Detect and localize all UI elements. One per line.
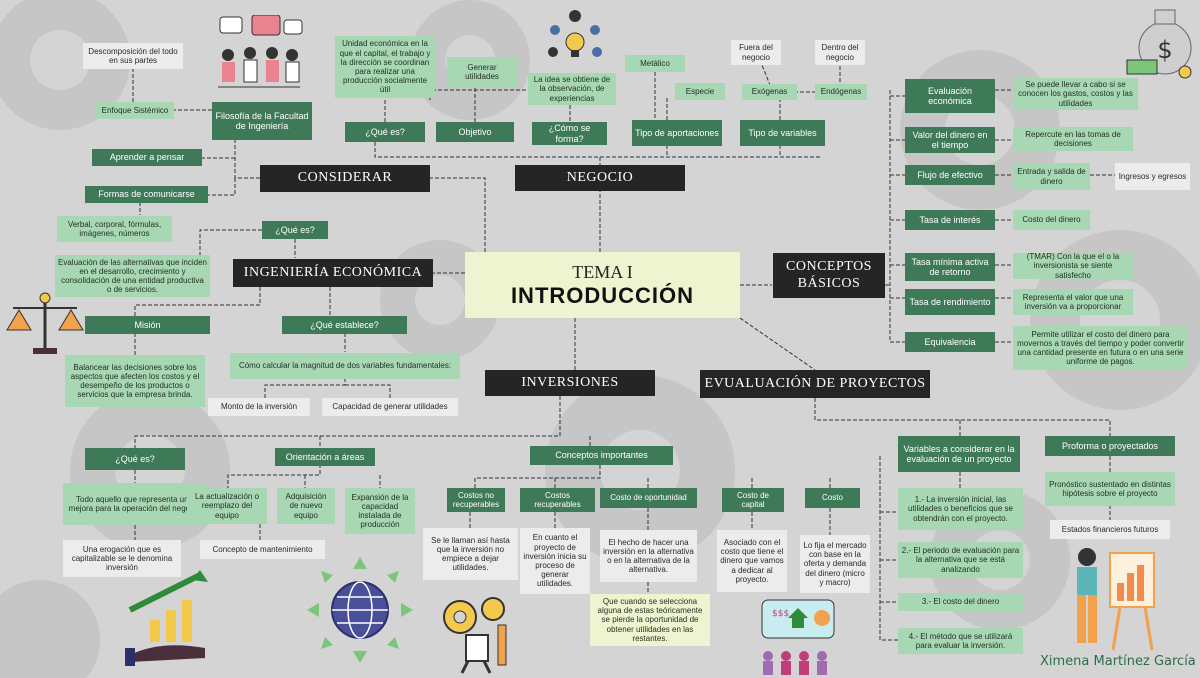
variable-4-node: 4.- El método que se utilizará para eval… — [898, 628, 1023, 654]
mantenimiento-node: Concepto de mantenimiento — [200, 540, 325, 559]
enfoque-sistemico-node: Enfoque Sistémico — [96, 102, 174, 119]
filosofia-node: Filosofía de la Facultad de Ingeniería — [212, 102, 312, 140]
estados-financieros-node: Estados financieros futuros — [1050, 520, 1170, 539]
tasa-interes-node: Tasa de interés — [905, 210, 995, 230]
orientacion-areas-node: Orientación a áreas — [275, 448, 375, 466]
todo-aquello-node: Todo aquello que representa una mejora p… — [63, 483, 206, 525]
woman-presentation-icon — [1077, 548, 1155, 651]
exogenas-node: Exógenas — [742, 84, 797, 100]
objetivo-node: Objetivo — [436, 122, 514, 142]
costo-desc: Lo fija el mercado con base en la oferta… — [800, 535, 870, 593]
variable-3-node: 3.- El costo del dinero — [898, 593, 1023, 611]
costos-no-recuperables-desc: Se le llaman así hasta que la inversión … — [423, 528, 518, 580]
especie-node: Especie — [675, 83, 725, 100]
equivalencia-node: Equivalencia — [905, 332, 995, 352]
valor-dinero-node: Valor del dinero en el tiempo — [905, 127, 995, 153]
costo-oportunidad-desc2: Que cuando se selecciona alguna de estas… — [590, 594, 710, 646]
tasa-rendimiento-desc: Representa el valor que una inversión va… — [1013, 289, 1133, 315]
variable-1-node: 1.- La inversión inicial, las utilidades… — [898, 488, 1023, 530]
fuera-negocio-node: Fuera del negocio — [731, 40, 781, 65]
equivalencia-desc: Permite utilizar el costo del dinero par… — [1013, 326, 1188, 370]
pronostico-node: Pronóstico sustentado en distintas hipót… — [1045, 472, 1175, 506]
inversiones-heading: INVERSIONES — [485, 370, 655, 396]
unidad-economica-node: Unidad económica en la que el capital, e… — [335, 36, 435, 98]
valor-dinero-desc: Repercute en las tomas de decisiones — [1013, 127, 1133, 151]
money-bag-icon: $ — [1126, 9, 1192, 79]
aprender-pensar-node: Aprender a pensar — [92, 149, 202, 166]
expansion-node: Expansión de la capacidad instalada de p… — [345, 488, 415, 534]
author-signature: Ximena Martínez García — [1040, 654, 1196, 669]
tmar-node: Tasa mínima activa de retorno — [905, 253, 995, 281]
verbal-node: Verbal, corporal, fórmulas, imágenes, nú… — [57, 216, 172, 242]
adquisicion-node: Adquisición de nuevo equipo — [277, 488, 335, 524]
flujo-efectivo-desc: Entrada y salida de dinero — [1013, 163, 1090, 190]
svg-text:$$$: $$$ — [772, 609, 789, 619]
que-establece-node: ¿Qué establece? — [282, 316, 407, 334]
costo-capital-desc: Asociado con el costo que tiene el diner… — [717, 530, 787, 592]
tmar-desc: (TMAR) Con la que el o la inversionista … — [1013, 252, 1133, 280]
costos-recuperables-desc: En cuanto el proyecto de inversión inici… — [520, 528, 590, 594]
globe-network-icon — [307, 557, 413, 663]
como-se-forma-node: ¿Cómo se forma? — [532, 122, 607, 145]
finance-screen-people-icon: $$$ — [761, 599, 835, 675]
conceptos-importantes-node: Conceptos importantes — [530, 446, 673, 465]
generar-utilidades-node: Generar utilidades — [447, 57, 517, 87]
people-chatting-icon — [218, 15, 303, 88]
tasa-rendimiento-node: Tasa de rendimiento — [905, 289, 995, 315]
endogenas-node: Endógenas — [815, 84, 867, 100]
dentro-negocio-node: Dentro del negocio — [815, 40, 865, 65]
balance-scale-icon — [6, 292, 84, 354]
ingenieria-que-es-node: ¿Qué es? — [262, 221, 328, 239]
growth-chart-hand-icon — [125, 570, 208, 666]
proforma-node: Proforma o proyectados — [1045, 436, 1175, 456]
lightbulb-ideas-icon — [548, 10, 602, 57]
tasa-interes-desc: Costo del dinero — [1013, 210, 1090, 230]
evaluacion-proyectos-heading: EVUALUACIÓN DE PROYECTOS — [700, 370, 930, 398]
costo-oportunidad-desc: El hecho de hacer una inversión en la al… — [600, 530, 697, 582]
gears-lightbulb-person-icon — [443, 597, 507, 674]
tipo-variables-node: Tipo de variables — [740, 120, 825, 146]
svg-text:$: $ — [1157, 36, 1172, 64]
mision-node: Misión — [85, 316, 210, 334]
costo-node: Costo — [805, 488, 860, 508]
capacidad-utilidades-node: Capacidad de generar utilidades — [322, 398, 458, 416]
metalico-node: Metálico — [625, 55, 685, 72]
ingenieria-heading: INGENIERÍA ECONÓMICA — [233, 259, 433, 287]
negocio-que-es-node: ¿Qué es? — [345, 122, 425, 142]
evaluacion-alternativas-node: Evaluación de las alternativas que incid… — [55, 255, 210, 297]
conceptos-basicos-heading: CONCEPTOS BÁSICOS — [773, 253, 885, 298]
considerar-heading: CONSIDERAR — [260, 165, 430, 192]
descomposicion-node: Descomposición del todo en sus partes — [83, 43, 183, 69]
costo-capital-node: Costo de capital — [722, 488, 784, 512]
idea-node: La idea se obtiene de la observación, de… — [528, 73, 616, 105]
inversiones-que-es-node: ¿Qué es? — [85, 448, 185, 470]
evaluacion-economica-node: Evaluación económica — [905, 79, 995, 113]
monto-inversion-node: Monto de la inversión — [208, 398, 310, 416]
ingresos-egresos-node: Ingresos y egresos — [1115, 163, 1190, 190]
formas-comunicarse-node: Formas de comunicarse — [85, 186, 208, 203]
erogacion-node: Una erogación que es capitalizable se le… — [63, 540, 181, 577]
mision-text-node: Balancear las decisiones sobre los aspec… — [65, 355, 205, 407]
variable-2-node: 2.- El periodo de evaluación para la alt… — [898, 542, 1023, 578]
flujo-efectivo-node: Flujo de efectivo — [905, 165, 995, 185]
negocio-heading: NEGOCIO — [515, 165, 685, 191]
tipo-aportaciones-node: Tipo de aportaciones — [632, 120, 722, 146]
variables-considerar-node: Variables a considerar en la evaluación … — [898, 436, 1020, 472]
costos-recuperables-node: Costos recuperables — [520, 488, 595, 512]
actualizacion-node: La actualización o reemplazo del equipo — [187, 488, 267, 524]
central-topic: TEMA I INTRODUCCIÓN — [465, 252, 740, 318]
como-calcular-node: Cómo calcular la magnitud de dos variabl… — [230, 353, 460, 379]
costos-no-recuperables-node: Costos no recuperables — [447, 488, 505, 512]
central-topic-line2: INTRODUCCIÓN — [510, 282, 695, 308]
evaluacion-economica-desc: Se puede llevar a cabo si se conocen los… — [1013, 78, 1138, 110]
central-topic-line1: TEMA I — [572, 262, 633, 282]
costo-oportunidad-node: Costo de oportunidad — [600, 488, 697, 508]
